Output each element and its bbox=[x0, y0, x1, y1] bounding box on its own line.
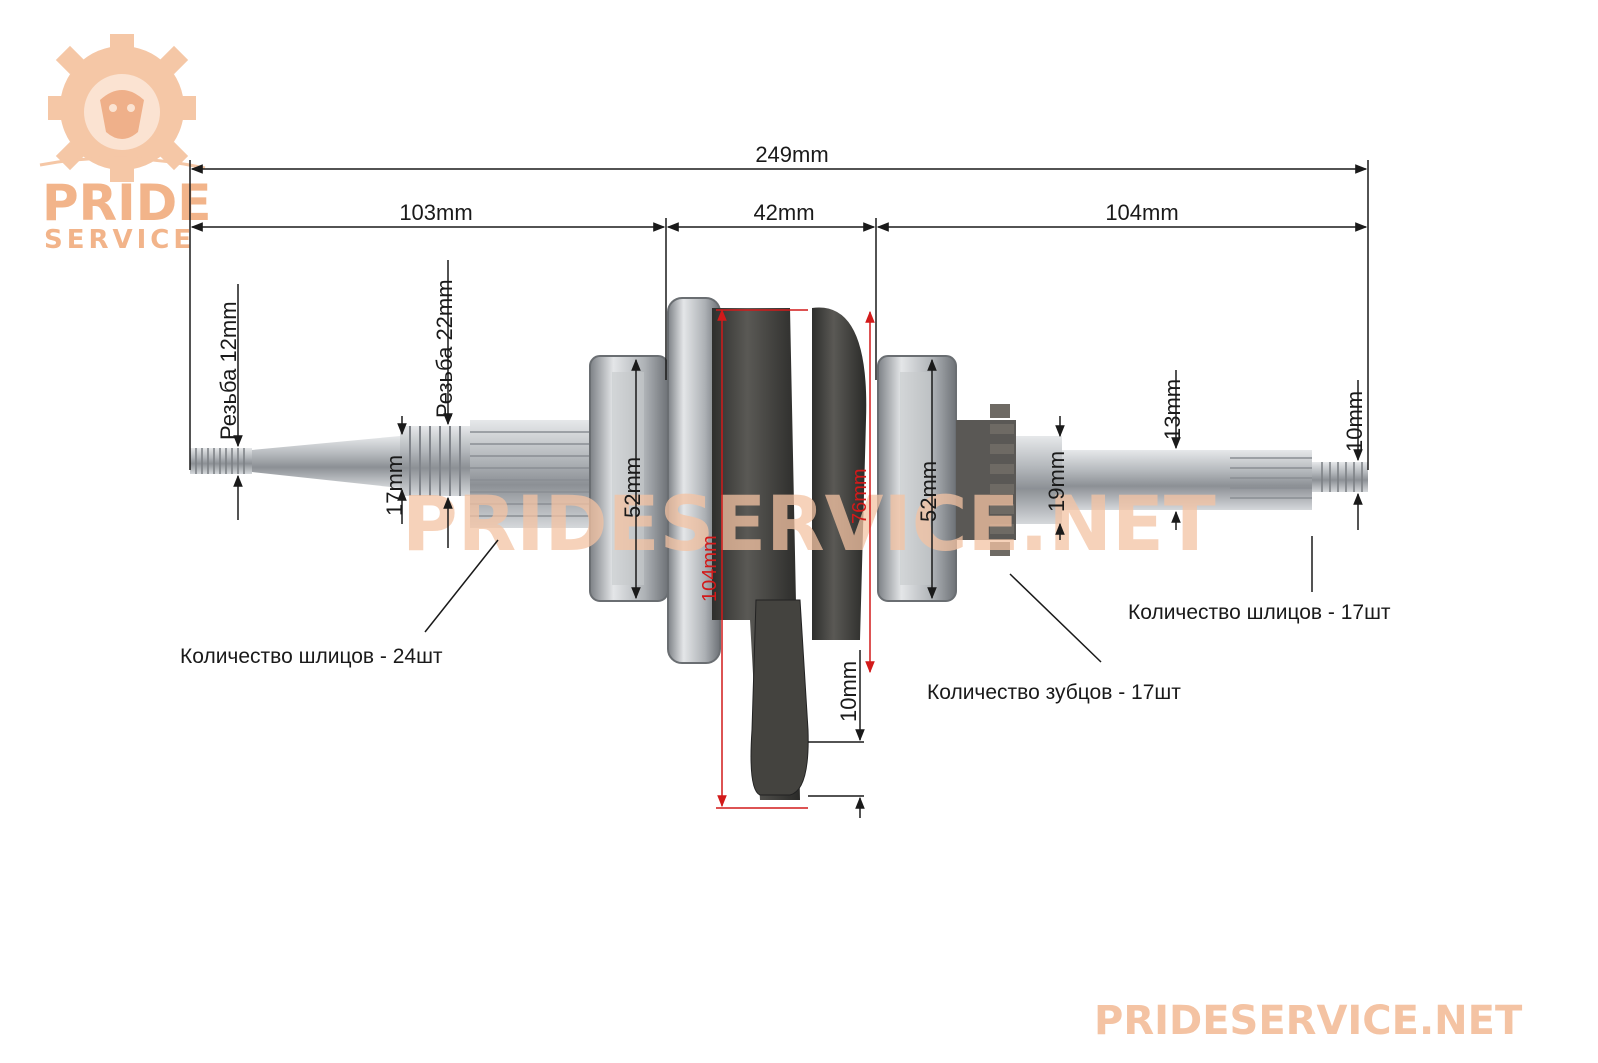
dim-overall-label: 249mm bbox=[755, 142, 828, 167]
right-thread-tip bbox=[1312, 462, 1368, 492]
note-splines-left: Количество шлицов - 24шт bbox=[180, 645, 443, 668]
mid-thread-lines bbox=[409, 426, 461, 496]
left-splines bbox=[470, 420, 590, 528]
dim-flywheel-height-label: 104mm bbox=[699, 535, 721, 602]
right-spline-lines bbox=[1230, 457, 1312, 499]
sprocket-gear bbox=[956, 420, 1016, 540]
gear-lion-icon bbox=[48, 34, 196, 182]
dim-rod-small-end-label: 10mm bbox=[836, 661, 861, 722]
red-dimension-lines bbox=[716, 308, 875, 809]
dim-thread-mid-label: Резьба 22mm bbox=[432, 279, 457, 418]
dim-thread-left-label: Резьба 12mm bbox=[216, 301, 241, 440]
right-shaft bbox=[1062, 450, 1312, 510]
dim-shaft-left-label: 17mm bbox=[382, 455, 407, 516]
mid-thread bbox=[400, 426, 470, 496]
dim-tip-right-label: 10mm bbox=[1342, 391, 1367, 452]
left-taper bbox=[252, 436, 400, 488]
dim-bearing-left-label: 52mm bbox=[620, 457, 645, 518]
dim-right-section-label: 104mm bbox=[1105, 200, 1178, 225]
connecting-rod bbox=[750, 599, 809, 796]
dimension-lines bbox=[189, 160, 1369, 818]
left-spline-lines bbox=[470, 431, 590, 517]
dim-crank-web-label: 76mm bbox=[849, 468, 871, 524]
center-watermark: PRIDESERVICE.NET bbox=[402, 479, 1216, 568]
dim-left-section-label: 103mm bbox=[399, 200, 472, 225]
note-splines-right: Количество шлицов - 17шт bbox=[1128, 601, 1391, 624]
left-thread-tip bbox=[190, 448, 252, 474]
dim-shaft-right-label: 13mm bbox=[1160, 379, 1185, 440]
corner-watermark: PRIDESERVICE.NET bbox=[1094, 998, 1523, 1044]
logo-text-service: SERVICE bbox=[44, 225, 195, 255]
sprocket-teeth bbox=[990, 404, 1014, 556]
left-thread-lines bbox=[195, 448, 245, 474]
note-teeth: Количество зубцов - 17шт bbox=[927, 681, 1181, 704]
pride-service-logo: PRIDE SERVICE bbox=[39, 34, 211, 255]
dim-middle-section-label: 42mm bbox=[753, 200, 814, 225]
crankshaft-illustration bbox=[190, 297, 1368, 800]
logo-text-pride: PRIDE bbox=[42, 174, 211, 232]
right-crank-web bbox=[812, 307, 867, 640]
dim-gear-label: 19mm bbox=[1044, 451, 1069, 512]
right-collar bbox=[1016, 436, 1062, 524]
dim-bearing-right-label: 52mm bbox=[916, 461, 941, 522]
